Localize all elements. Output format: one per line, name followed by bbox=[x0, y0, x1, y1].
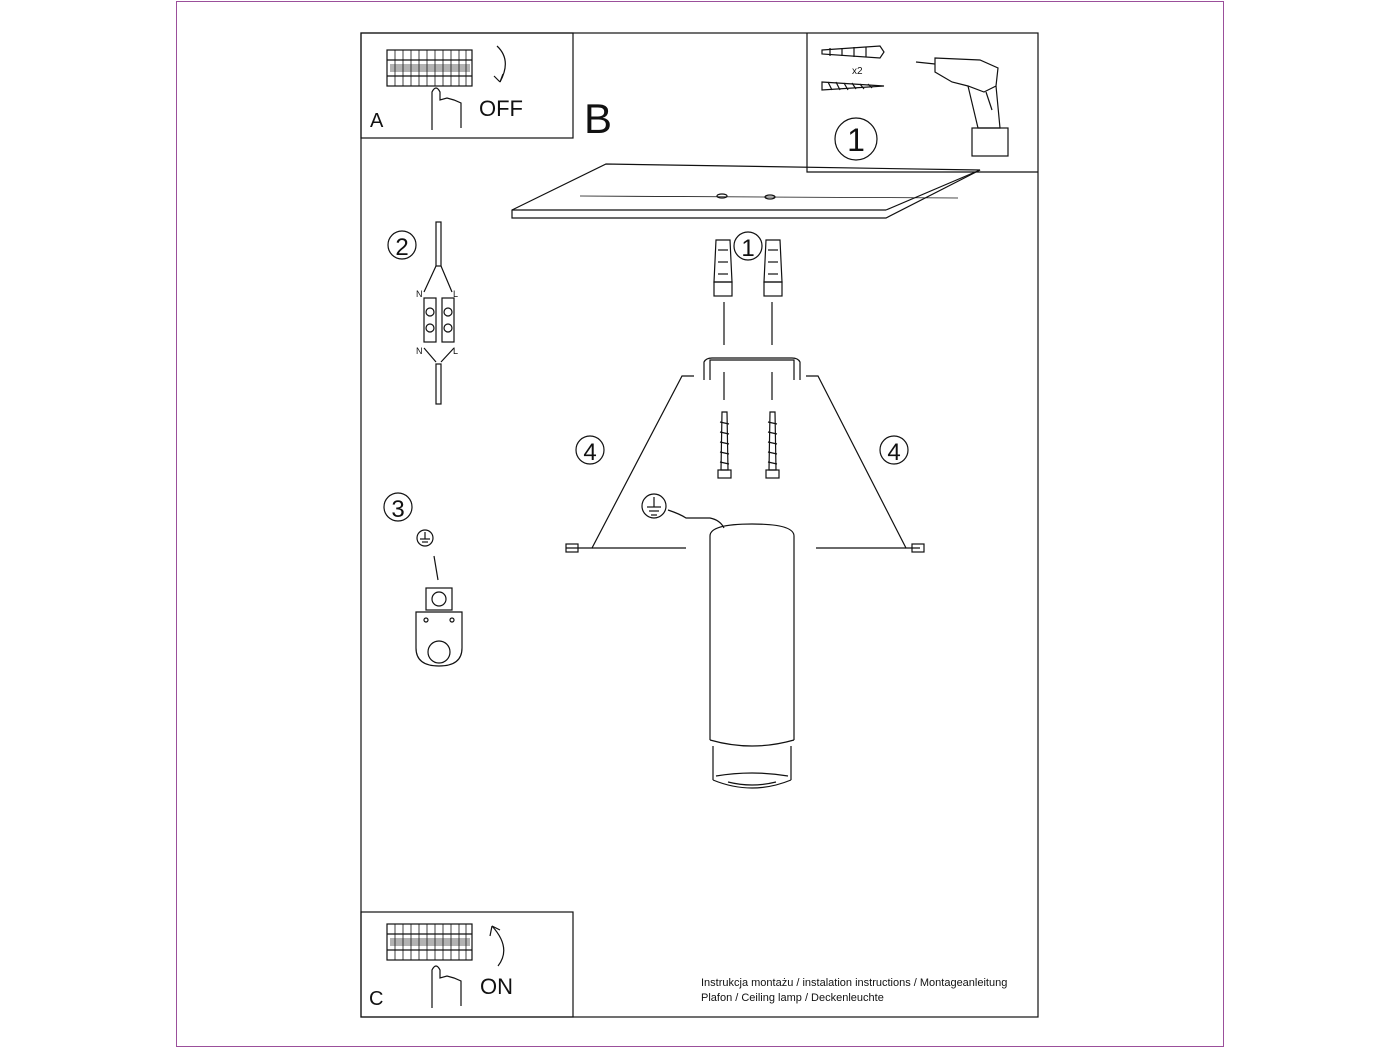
panel-c: C ON bbox=[360, 911, 574, 1018]
arrow-head-icon bbox=[493, 73, 504, 83]
step-1-tools-circle bbox=[834, 117, 878, 161]
tools-step-number: 1 bbox=[847, 122, 865, 158]
panel-a-box bbox=[360, 32, 574, 139]
step-1-label: 1 bbox=[741, 235, 754, 262]
step-4-left-circle bbox=[575, 435, 605, 465]
screw-left-icon bbox=[717, 411, 732, 479]
ground-terminal bbox=[425, 587, 453, 611]
anchor-left-icon bbox=[713, 239, 733, 297]
page-frame bbox=[176, 1, 1224, 1047]
drawing-border bbox=[360, 32, 1039, 1018]
panel-c-box bbox=[360, 911, 574, 1018]
leader-line-left bbox=[566, 375, 694, 549]
ground-wire bbox=[667, 509, 725, 529]
off-label: OFF bbox=[479, 96, 523, 121]
turn-off-arrow-icon bbox=[496, 45, 506, 83]
ground-wire-small bbox=[433, 555, 439, 581]
drill-icon bbox=[915, 57, 1009, 157]
hand-on-icon bbox=[431, 965, 462, 1008]
mounting-bracket bbox=[703, 357, 801, 380]
footer-product: Plafon / Ceiling lamp / Deckenleuchte bbox=[701, 992, 884, 1004]
panel-c-letter: C bbox=[369, 988, 383, 1010]
step-4-left-label: 4 bbox=[583, 439, 596, 466]
grounding-diagram: 3 bbox=[383, 492, 463, 667]
step-4-right-label: 4 bbox=[887, 439, 900, 466]
terminal-l-bottom: L bbox=[453, 346, 458, 356]
screw-right-icon bbox=[765, 411, 780, 479]
wall-plug-icon bbox=[821, 45, 885, 59]
arrow-up-head-icon bbox=[489, 925, 501, 937]
step-2-label: 2 bbox=[395, 234, 408, 261]
terminal-block-l bbox=[441, 297, 455, 343]
ceiling-slab bbox=[511, 163, 981, 219]
leader-line-right bbox=[806, 375, 920, 549]
anchor-right-icon bbox=[763, 239, 783, 297]
breaker-box-icon bbox=[386, 49, 473, 87]
ground-bracket bbox=[415, 611, 463, 667]
on-label: ON bbox=[480, 974, 513, 999]
screw-icon bbox=[821, 81, 885, 91]
ceiling-lamp-cylinder bbox=[709, 523, 795, 789]
quantity-label: x2 bbox=[852, 66, 863, 77]
ground-symbol-small-icon bbox=[416, 529, 434, 547]
panel-b-letter: B bbox=[584, 95, 612, 142]
terminal-block-n bbox=[423, 297, 437, 343]
step-3-label: 3 bbox=[391, 496, 404, 523]
terminal-n-bottom: N bbox=[416, 346, 423, 356]
step-1-circle bbox=[733, 231, 763, 261]
footer-instructions: Instrukcja montażu / instalation instruc… bbox=[701, 977, 1007, 989]
ground-symbol-icon bbox=[641, 493, 667, 519]
hand-icon bbox=[431, 87, 462, 130]
tools-box bbox=[806, 33, 1038, 173]
terminal-l-top: L bbox=[453, 289, 458, 299]
terminal-n-top: N bbox=[416, 289, 423, 299]
side-screw-right-icon bbox=[911, 543, 925, 553]
panel-a-letter: A bbox=[370, 110, 384, 132]
step-4-right-circle bbox=[879, 435, 909, 465]
breaker-box-on-icon bbox=[386, 923, 473, 961]
turn-on-arrow-icon bbox=[491, 925, 505, 967]
side-screw-left-icon bbox=[565, 543, 579, 553]
panel-a: A OFF bbox=[360, 32, 574, 139]
wiring-diagram: 2 N L N L bbox=[387, 221, 458, 405]
tools-panel: x2 1 bbox=[806, 33, 1038, 173]
